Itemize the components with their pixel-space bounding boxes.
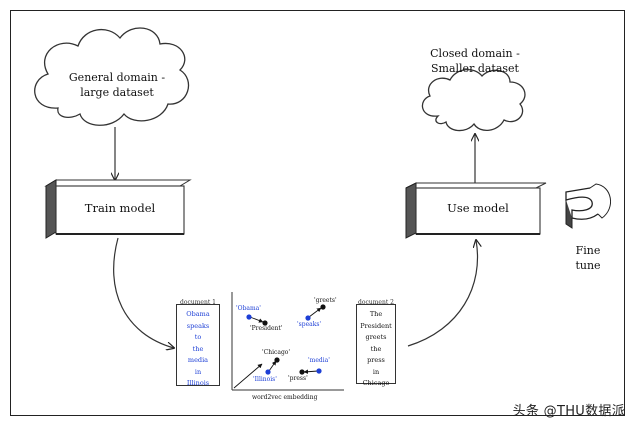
- media-label: 'media': [308, 357, 330, 364]
- doc2-word: Chicago: [362, 379, 390, 387]
- embedding-plot: [231, 292, 344, 391]
- doc2-word: The: [369, 310, 383, 318]
- document-2: document 2 The President greets the pres…: [356, 299, 396, 387]
- document-2-title: document 2: [358, 299, 394, 306]
- fine-tune-label: Fine tune: [575, 244, 601, 272]
- diagram-frame: [10, 10, 625, 416]
- obama-label: 'Obama': [236, 305, 261, 312]
- train-model-box: [44, 179, 192, 239]
- illinois-chicago-arrow: [268, 360, 277, 372]
- speaks-label: 'speaks': [297, 321, 322, 328]
- doc1-word: Obama: [186, 310, 210, 318]
- embedding-axis-label: word2vec embedding: [252, 394, 318, 401]
- closed-domain-label: Closed domain - Smaller dataset: [430, 47, 520, 75]
- speaks-greets-arrow: [308, 307, 322, 318]
- greets-point: [320, 304, 326, 310]
- president-label: 'President': [250, 325, 283, 332]
- media-press-arrow: [303, 369, 319, 374]
- press-label: 'press': [288, 375, 308, 382]
- general-domain-cloud: [34, 27, 190, 126]
- speaks-point: [305, 315, 311, 321]
- doc1-word: media: [187, 356, 209, 364]
- obama-president-arrow: [249, 316, 264, 323]
- doc2-word: press: [367, 356, 385, 364]
- doc-to-use-arrow: [407, 240, 478, 347]
- use-model-box: [405, 182, 547, 239]
- document-1: document 1 Obama speaks to the media in …: [176, 299, 220, 387]
- doc1-word: speaks: [186, 321, 210, 330]
- chicago-label: 'Chicago': [262, 349, 291, 356]
- doc1-word: to: [194, 333, 202, 341]
- doc2-word: the: [370, 344, 382, 353]
- doc1-word: the: [192, 344, 204, 353]
- doc1-word: Illinois: [186, 379, 210, 387]
- illinois-point: [265, 369, 271, 375]
- closed-domain-cloud: [421, 69, 526, 132]
- general-domain-label: General domain - large dataset: [68, 71, 166, 99]
- press-point: [299, 369, 305, 375]
- president-point: [262, 320, 268, 326]
- chicago-point: [274, 357, 280, 363]
- doc2-word: greets: [365, 333, 387, 341]
- doc2-word: President: [360, 321, 392, 330]
- media-point: [316, 368, 322, 374]
- use-model-label: Use model: [447, 201, 509, 215]
- obama-point: [246, 314, 252, 320]
- watermark: 头条 @THU数据派: [512, 404, 625, 419]
- train-to-doc-arrow: [113, 237, 174, 348]
- train-model-label: Train model: [84, 201, 156, 215]
- greets-label: 'greets': [314, 297, 337, 304]
- doc2-word: in: [372, 367, 380, 376]
- doc1-word: in: [194, 367, 202, 376]
- document-1-title: document 1: [180, 299, 216, 306]
- illinois-label: 'Illinois': [253, 376, 277, 383]
- fine-tune-icon: [565, 183, 611, 229]
